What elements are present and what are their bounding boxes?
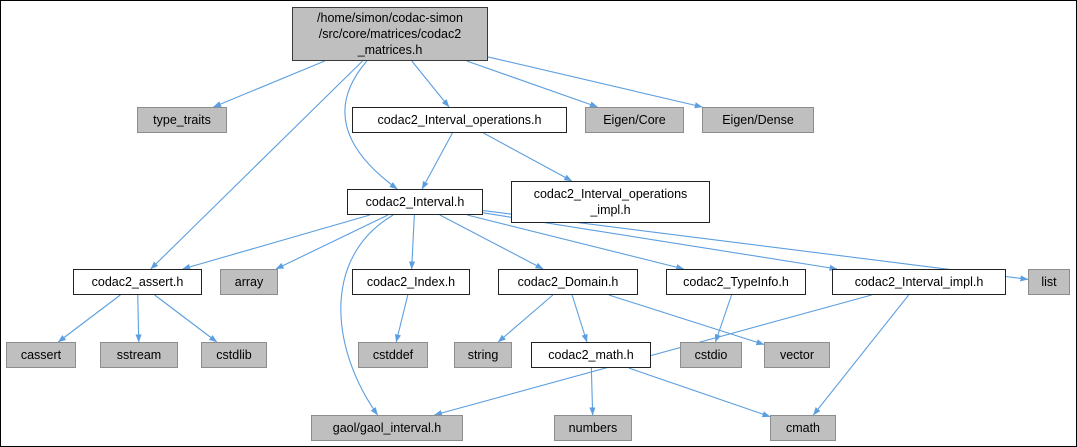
graph-node-typeinfo[interactable]: codac2_TypeInfo.h [666,269,806,295]
edge-typeinfo-to-cstdio [714,294,733,343]
graph-node-cstdio: cstdio [680,342,742,368]
graph-node-domain[interactable]: codac2_Domain.h [498,269,638,295]
graph-node-matrices: /home/simon/codac-simon /src/core/matric… [292,7,488,61]
edge-interval_operations-to-interval_operations_impl [483,132,573,182]
edge-matrices-to-interval_operations [411,60,450,108]
graph-node-array: array [220,269,278,295]
graph-node-math[interactable]: codac2_math.h [531,342,651,368]
edge-interval-to-gaol [340,214,394,416]
edge-assert-to-cstdlib [154,294,218,343]
edge-interval-to-array [275,214,389,270]
graph-node-index[interactable]: codac2_Index.h [352,269,470,295]
graph-node-numbers: numbers [554,415,632,441]
edge-domain-to-math [571,294,588,343]
edge-domain-to-string [497,294,554,343]
graph-node-vector: vector [764,342,830,368]
graph-node-eigen_core: Eigen/Core [585,107,684,133]
edge-matrices-to-type_traits [213,60,325,108]
edge-assert-to-sstream [135,294,142,343]
graph-node-cstddef: cstddef [358,342,428,368]
edge-matrices-to-eigen_dense [487,56,703,109]
edge-index-to-cstddef [395,294,409,343]
edge-interval_operations-to-interval [421,132,453,190]
graph-node-interval_operations[interactable]: codac2_Interval_operations.h [352,107,567,133]
graph-node-string: string [454,342,512,368]
edge-domain-to-vector [608,294,765,346]
graph-node-cstdlib: cstdlib [201,342,267,368]
edge-matrices-to-assert [150,60,363,270]
edge-assert-to-cassert [57,294,121,343]
graph-node-list: list [1028,269,1070,295]
graph-node-interval[interactable]: codac2_Interval.h [347,189,483,215]
graph-node-cmath: cmath [770,415,836,441]
graph-node-interval_operations_impl[interactable]: codac2_Interval_operations _impl.h [511,181,710,223]
edge-interval-to-typeinfo [467,214,685,271]
graph-node-cassert: cassert [6,342,76,368]
graph-node-sstream: sstream [100,342,178,368]
edge-interval-to-domain [439,214,544,270]
graph-node-eigen_dense: Eigen/Dense [702,107,814,133]
edge-math-to-cmath [628,367,771,418]
edge-math-to-numbers [589,367,596,416]
edge-interval-to-index [408,214,416,270]
graph-node-gaol: gaol/gaol_interval.h [311,415,463,441]
edge-interval-to-assert [182,214,371,270]
graph-node-assert[interactable]: codac2_assert.h [73,269,202,295]
edge-matrices-to-eigen_core [466,60,598,108]
graph-node-interval_impl[interactable]: codac2_Interval_impl.h [832,269,1006,295]
graph-node-type_traits: type_traits [137,107,227,133]
